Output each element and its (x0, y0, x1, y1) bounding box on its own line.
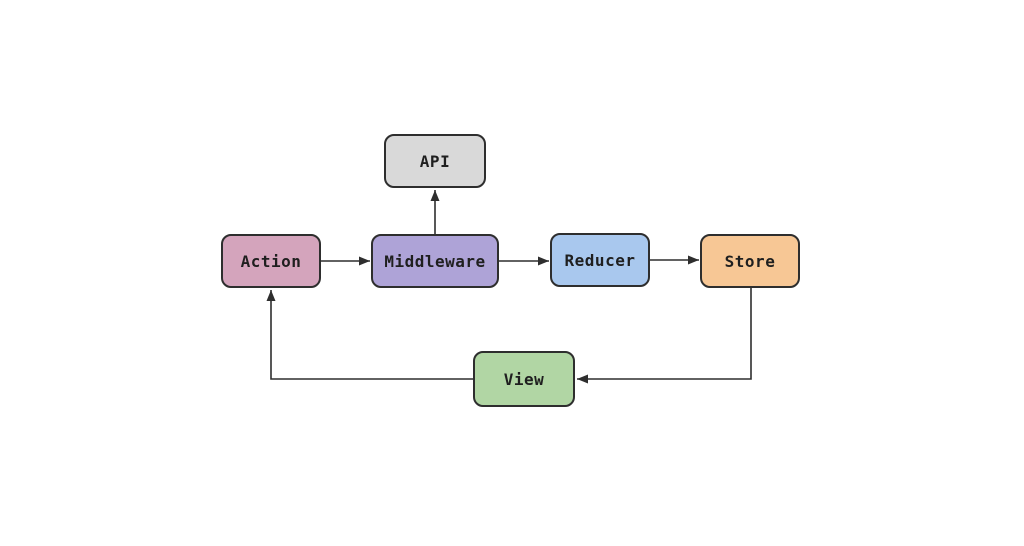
node-middleware: Middleware (371, 234, 499, 288)
node-store: Store (700, 234, 800, 288)
node-reducer: Reducer (550, 233, 650, 287)
node-reducer-label: Reducer (564, 250, 636, 270)
node-store-label: Store (724, 251, 776, 271)
edge-view-action (266, 290, 473, 380)
node-view: View (473, 351, 575, 407)
node-action: Action (221, 234, 321, 288)
node-middleware-label: Middleware (384, 251, 486, 271)
node-api: API (384, 134, 486, 188)
edge-store-view (577, 288, 752, 384)
node-action-label: Action (240, 251, 302, 271)
node-api-label: API (419, 151, 451, 171)
node-view-label: View (503, 369, 545, 389)
